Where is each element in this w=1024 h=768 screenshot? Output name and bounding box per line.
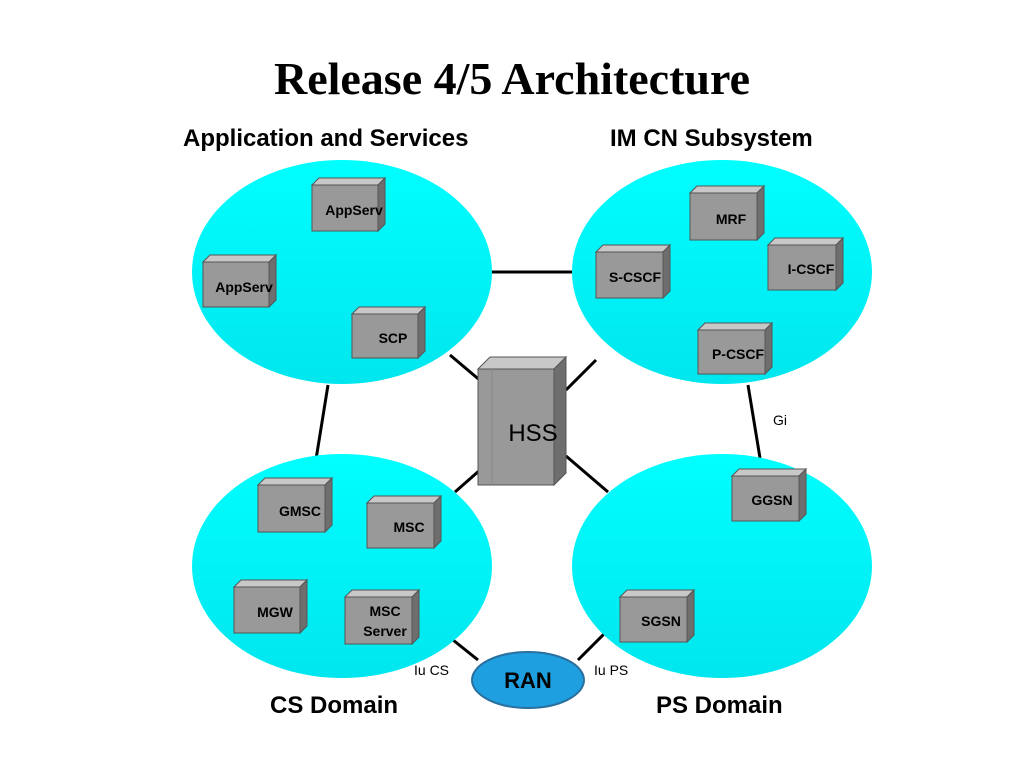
- node-mgw-label: MGW: [257, 604, 294, 620]
- node-scp-label: SCP: [379, 330, 408, 346]
- link-imcn-hss: [564, 358, 598, 392]
- node-scp[interactable]: SCP: [350, 305, 427, 360]
- link-ps-hss: [565, 454, 609, 494]
- node-appserv-top[interactable]: AppServ: [310, 176, 387, 233]
- node-msc-server-label-2: Server: [363, 623, 407, 639]
- interface-gi: Gi: [773, 412, 787, 428]
- node-mrf-label: MRF: [716, 211, 747, 227]
- node-mrf[interactable]: MRF: [688, 184, 766, 242]
- node-msc-label: MSC: [393, 519, 424, 535]
- heading-cs-domain: CS Domain: [270, 692, 399, 719]
- node-msc[interactable]: MSC: [365, 494, 443, 550]
- hss-server[interactable]: HSS: [476, 355, 568, 487]
- link-apps-hss: [449, 353, 483, 384]
- node-appserv-left-label: AppServ: [215, 279, 273, 295]
- node-appserv-left[interactable]: AppServ: [201, 253, 278, 309]
- node-sgsn-label: SGSN: [641, 613, 681, 629]
- interface-iu-ps: Iu PS: [594, 662, 629, 678]
- node-msc-server-label-1: MSC: [369, 603, 400, 619]
- heading-app-services: Application and Services: [183, 125, 469, 152]
- node-gmsc[interactable]: GMSC: [256, 476, 334, 534]
- node-mgw[interactable]: MGW: [232, 578, 309, 635]
- link-imcn-ps: [746, 384, 762, 459]
- node-msc-server[interactable]: MSC Server: [343, 588, 421, 646]
- node-ggsn-label: GGSN: [751, 492, 792, 508]
- link-ps-ran: [576, 628, 610, 662]
- network-elements: AppServ AppServ SCP MRF: [201, 176, 845, 646]
- node-appserv-top-label: AppServ: [325, 202, 383, 218]
- connection-lines: [311, 270, 762, 662]
- ran-label: RAN: [504, 668, 552, 693]
- hss-label: HSS: [508, 420, 557, 447]
- node-i-cscf-label: I-CSCF: [788, 261, 835, 277]
- node-p-cscf[interactable]: P-CSCF: [696, 321, 774, 376]
- domain-cs: [192, 454, 492, 678]
- node-s-cscf-label: S-CSCF: [609, 269, 662, 285]
- node-ggsn[interactable]: GGSN: [730, 467, 808, 523]
- node-i-cscf[interactable]: I-CSCF: [766, 236, 845, 292]
- node-s-cscf[interactable]: S-CSCF: [594, 243, 672, 300]
- interface-iu-cs: Iu CS: [414, 662, 450, 678]
- ran-node[interactable]: RAN: [471, 651, 585, 709]
- heading-im-cn: IM CN Subsystem: [610, 125, 813, 152]
- page-title: Release 4/5 Architecture: [273, 53, 751, 104]
- node-sgsn[interactable]: SGSN: [618, 588, 696, 644]
- heading-ps-domain: PS Domain: [656, 692, 783, 719]
- node-p-cscf-label: P-CSCF: [712, 346, 765, 362]
- domain-im-cn: [572, 160, 872, 384]
- node-gmsc-label: GMSC: [279, 503, 321, 519]
- link-cs-hss: [454, 468, 481, 494]
- domain-ps: [572, 454, 872, 678]
